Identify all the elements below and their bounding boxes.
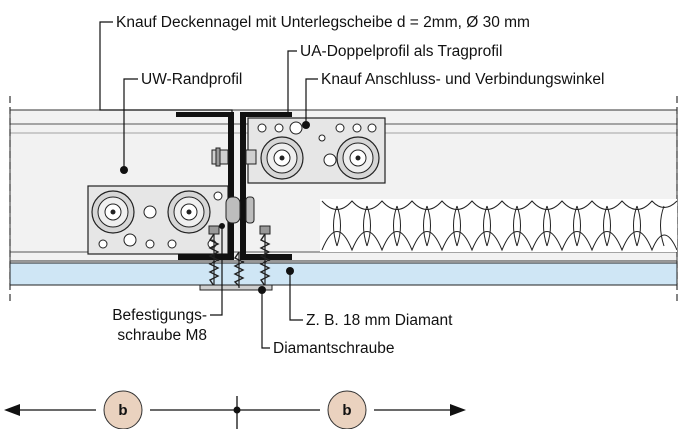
leader-dots <box>120 121 310 294</box>
label-uw-profil: UW-Randprofil <box>141 71 242 88</box>
label-deckennagel: Knauf Deckennagel mit Unterlegscheibe d … <box>116 14 530 31</box>
leader-lines <box>99 21 318 349</box>
label-ua-profil: UA-Doppelprofil als Tragprofil <box>300 43 502 60</box>
arrow-right-icon <box>450 404 466 416</box>
diamant-screw-left <box>208 225 220 288</box>
dimension-bubble-right <box>327 390 367 429</box>
diamant-screw-right <box>259 225 271 288</box>
label-diamantschraube: Diamantschraube <box>273 340 394 357</box>
label-befestigung-line1: Befestigungs- <box>112 307 207 324</box>
arrow-left-icon <box>4 404 20 416</box>
washer-lower-right <box>167 190 211 234</box>
ceiling-nail <box>199 251 273 291</box>
washer-lower-left <box>91 190 135 234</box>
dimension-line: b b <box>4 390 466 429</box>
diamant-board <box>9 262 678 286</box>
m8-bolt <box>211 147 257 224</box>
label-befestigung-line2: schraube M8 <box>117 327 207 344</box>
dimension-label-right: b <box>342 402 351 419</box>
label-diamant: Z. B. 18 mm Diamant <box>306 312 453 329</box>
dimension-label-left: b <box>118 402 127 419</box>
insulation <box>320 199 678 252</box>
dimension-bubble-left <box>103 390 143 429</box>
label-winkel: Knauf Anschluss- und Verbindungswinkel <box>321 71 605 88</box>
ua-double-profile <box>176 112 292 260</box>
washer-upper-right <box>336 136 380 180</box>
washer-upper-left <box>260 136 304 180</box>
